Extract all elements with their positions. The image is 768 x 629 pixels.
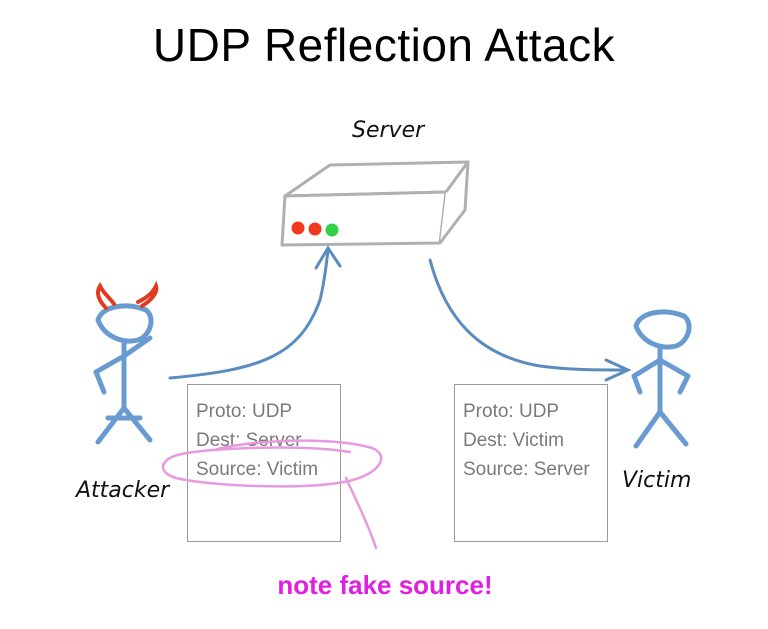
server-led-red-1 xyxy=(291,221,305,235)
server-label: Server xyxy=(352,118,425,143)
packet-line-proto: Proto: UDP xyxy=(463,401,560,422)
packet-line-source: Source: Server xyxy=(463,459,590,480)
server-led-red-2 xyxy=(308,222,322,236)
attack-arrow xyxy=(168,245,342,380)
attacker-figure-icon xyxy=(93,303,154,445)
attacker-packet: Proto: UDP Dest: Server Source: Victim xyxy=(187,384,341,542)
packet-line-source: Source: Victim xyxy=(196,459,319,480)
victim-figure-icon xyxy=(631,309,692,449)
attacker-horns-icon xyxy=(96,280,159,310)
server-led-green xyxy=(325,223,339,237)
reflection-arrow xyxy=(428,258,632,382)
reflected-packet: Proto: UDP Dest: Victim Source: Server xyxy=(454,384,608,542)
diagram-title: UDP Reflection Attack xyxy=(152,19,616,71)
attacker-label: Attacker xyxy=(76,478,170,503)
packet-line-dest: Dest: Server xyxy=(196,430,302,451)
victim-label: Victim xyxy=(622,468,692,493)
fake-source-note: note fake source! xyxy=(277,570,493,600)
fake-source-highlight xyxy=(162,439,383,550)
packet-line-dest: Dest: Victim xyxy=(463,430,565,451)
packet-line-proto: Proto: UDP xyxy=(196,401,293,422)
server-icon xyxy=(280,160,470,247)
